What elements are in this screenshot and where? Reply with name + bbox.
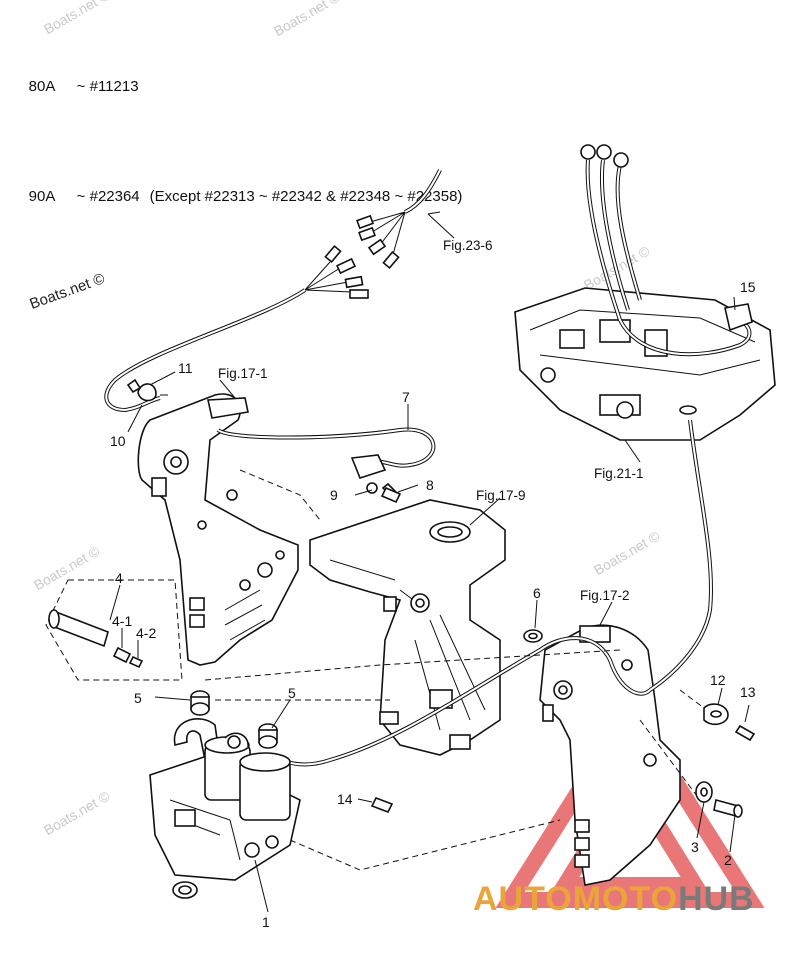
callout-3: 3	[691, 839, 699, 855]
header-row-80a: 80A ~ #11213	[12, 54, 462, 120]
tilt-shaft-assembly	[45, 579, 183, 681]
header-model: 90A	[28, 188, 56, 205]
callout-10: 10	[110, 433, 126, 449]
port-clamp-bracket	[137, 393, 299, 666]
automotohub-wordmark: AUTOMOTOHUB	[473, 880, 755, 919]
grommet-6	[523, 629, 543, 643]
diagram-header: 80A ~ #11213 90A ~ #22364 (Except #22313 ~ …	[12, 10, 463, 252]
brand-part-2: HUB	[678, 880, 755, 918]
bolt-8	[380, 486, 402, 504]
callout-13: 13	[740, 684, 756, 700]
header-range: ~ #22364	[76, 188, 140, 205]
screw-13	[734, 724, 756, 742]
header-model: 80A	[28, 78, 56, 95]
ref-fig-17-1: Fig.17-1	[218, 366, 268, 381]
swivel-bracket	[309, 499, 506, 756]
header-exception-note: (Except #22313 ~ #22342 & #22348 ~ #2235…	[149, 188, 463, 205]
callout-12: 12	[710, 672, 726, 688]
ref-fig-17-2: Fig.17-2	[580, 588, 630, 603]
callout-7: 7	[402, 389, 410, 405]
bushing-5a	[190, 690, 210, 716]
callout-9: 9	[330, 487, 338, 503]
power-trim-tilt-unit	[149, 718, 301, 899]
callout-11: 11	[178, 360, 193, 376]
brand-part-1: AUTOMOTO	[473, 880, 679, 918]
callout-6: 6	[533, 585, 541, 601]
callout-4: 4	[115, 570, 123, 586]
header-row-90a: 90A ~ #22364 (Except #22313 ~ #22342 & #22…	[12, 164, 463, 230]
trim-sensor-lead	[216, 427, 436, 500]
ref-fig-21-1: Fig.21-1	[594, 466, 644, 481]
leader-lines	[109, 213, 750, 913]
callout-8: 8	[426, 477, 434, 493]
callout-5b: 5	[288, 685, 296, 701]
ref-fig-17-9: Fig.17-9	[476, 488, 526, 503]
header-range: ~ #11213	[76, 78, 139, 95]
bolt-2	[713, 799, 743, 818]
bushing-5b	[258, 723, 278, 749]
callout-15: 15	[740, 279, 756, 295]
washer-3	[695, 781, 713, 803]
cable-clamp-10	[126, 378, 157, 402]
callout-14: 14	[337, 791, 353, 807]
callout-5a: 5	[134, 690, 142, 706]
trim-sender-cables	[274, 144, 753, 767]
callout-1: 1	[262, 914, 270, 930]
starboard-clamp-bracket	[539, 624, 681, 886]
callout-2: 2	[724, 852, 732, 868]
small-fasteners	[190, 486, 756, 818]
clip-12	[703, 703, 729, 726]
wire-harness-connectors	[104, 169, 442, 413]
bolt-14	[370, 796, 394, 814]
ref-fig-23-6: Fig.23-6	[443, 238, 493, 253]
callout-4-1: 4-1	[112, 613, 132, 629]
callout-4-2: 4-2	[136, 625, 156, 641]
